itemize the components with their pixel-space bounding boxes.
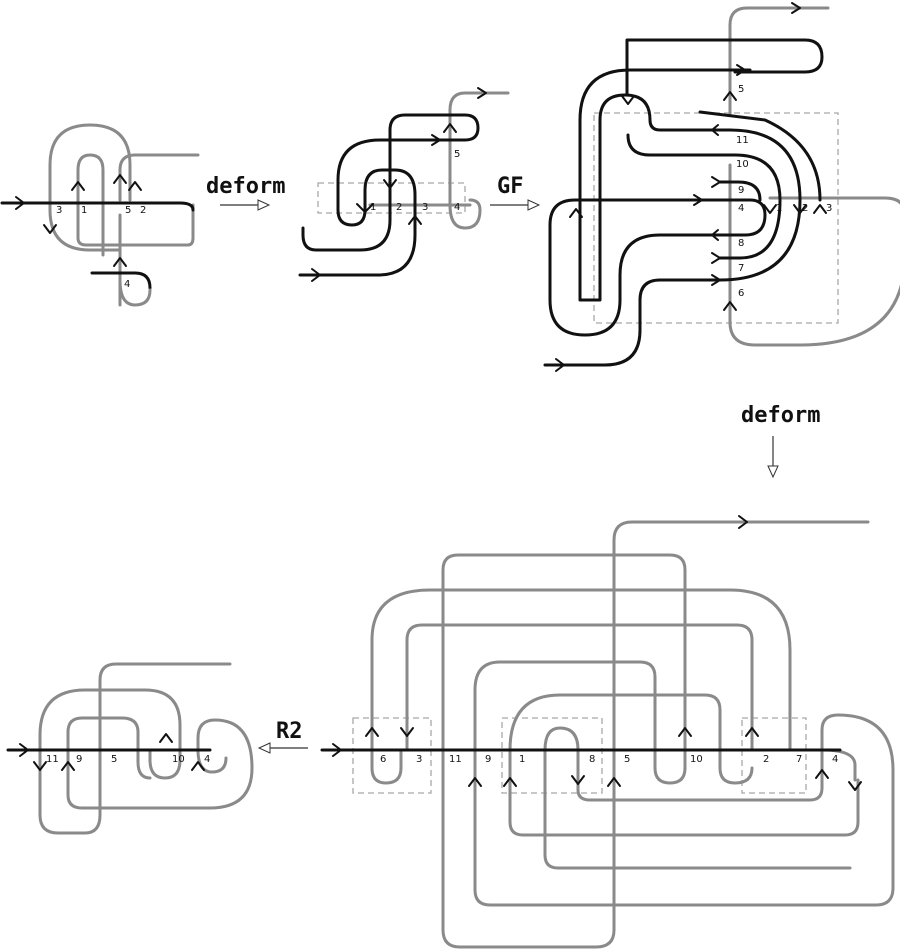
panel-b-label-1: 1 xyxy=(370,202,376,213)
panel-b-label-3: 3 xyxy=(422,202,428,213)
panel-c-main-strand-b xyxy=(548,198,767,337)
r2-step: R2 xyxy=(257,719,308,754)
panel-d-label-4: 4 xyxy=(832,754,838,765)
panel-d-label-2: 2 xyxy=(763,754,769,765)
gf-arrowhead xyxy=(527,199,541,211)
panel-a-label-4: 4 xyxy=(124,279,130,290)
panel-d-region-box-2 xyxy=(501,717,603,794)
panel-b-label-4: 4 xyxy=(454,202,460,213)
panel-e-exit-strand xyxy=(98,662,232,752)
panel-c-label-10: 10 xyxy=(736,159,749,170)
panel-d-label-5: 5 xyxy=(624,754,630,765)
r2-arrowhead xyxy=(257,742,271,754)
panel-d-label-3: 3 xyxy=(416,754,422,765)
panel-c-label-11: 11 xyxy=(736,135,749,146)
panel-d-label-9: 9 xyxy=(485,754,491,765)
panel-c-label-5: 5 xyxy=(738,84,744,95)
panel-d-label-8: 8 xyxy=(589,754,595,765)
panel-c-label-6: 6 xyxy=(738,288,744,299)
panel-c-label-2: 2 xyxy=(802,203,808,214)
panel-a-inner-loop xyxy=(76,153,105,257)
panel-d-region-box-3 xyxy=(741,717,807,794)
panel-e-label-10: 10 xyxy=(172,754,185,765)
panel-a-label-3: 3 xyxy=(56,205,62,216)
panel-a-label-1: 1 xyxy=(81,205,87,216)
deform-step-1: deform xyxy=(206,174,285,211)
panel-e-label-9: 9 xyxy=(76,754,82,765)
panel-b-deformed-diagram: 1 2 3 4 5 xyxy=(298,87,510,282)
gf-step: GF xyxy=(490,174,541,211)
panel-e-label-11: 11 xyxy=(46,754,59,765)
gf-label: GF xyxy=(497,174,524,199)
panel-b-exit-strand xyxy=(448,91,510,207)
panel-b-main-strand xyxy=(298,113,480,277)
panel-e-label-5: 5 xyxy=(111,754,117,765)
panel-d-expanded-diagram: 6 3 11 9 1 8 5 10 2 7 4 xyxy=(320,515,895,949)
panel-c-exit-strand xyxy=(728,6,830,117)
panel-e-label-4: 4 xyxy=(204,754,210,765)
panel-a-outer-loop xyxy=(48,123,132,212)
panel-d-label-10: 10 xyxy=(690,754,703,765)
panel-c-gray-loop xyxy=(728,163,900,347)
panel-d-label-1: 1 xyxy=(519,754,525,765)
panel-c-label-3: 3 xyxy=(826,203,832,214)
deform-step-2: deform xyxy=(741,403,820,479)
panel-a-original-diagram: 3 1 5 2 4 xyxy=(0,123,200,307)
r2-label: R2 xyxy=(276,719,303,744)
panel-d-label-7: 7 xyxy=(796,754,802,765)
deform-arrowhead-1 xyxy=(257,199,271,211)
panel-e-result-diagram: 11 9 5 10 4 xyxy=(6,662,254,835)
panel-d-region-box-1 xyxy=(352,717,432,794)
panel-c-label-4: 4 xyxy=(738,203,744,214)
deform-label-2: deform xyxy=(741,403,820,428)
panel-a-label-2: 2 xyxy=(140,205,146,216)
panel-c-label-8: 8 xyxy=(738,238,744,249)
panel-c-label-1: 1 xyxy=(776,203,782,214)
panel-c-gf-diagram: 5 11 10 9 4 1 2 3 8 7 6 xyxy=(543,2,900,372)
panel-b-label-5: 5 xyxy=(454,149,460,160)
panel-b-label-2: 2 xyxy=(396,202,402,213)
panel-a-main-strand xyxy=(0,201,195,212)
deform-label-1: deform xyxy=(206,174,285,199)
panel-d-label-6: 6 xyxy=(380,754,386,765)
panel-d-label-11: 11 xyxy=(449,754,462,765)
panel-a-exit-strand xyxy=(118,153,200,202)
panel-c-main-strand-a xyxy=(543,68,802,367)
deform-arrowhead-2 xyxy=(767,465,779,479)
panel-a-entry-arrow xyxy=(15,196,25,210)
panel-a-label-5: 5 xyxy=(125,205,131,216)
panel-c-label-7: 7 xyxy=(738,263,744,274)
panel-c-label-9: 9 xyxy=(738,185,744,196)
panel-d-exit-strand xyxy=(612,520,870,752)
